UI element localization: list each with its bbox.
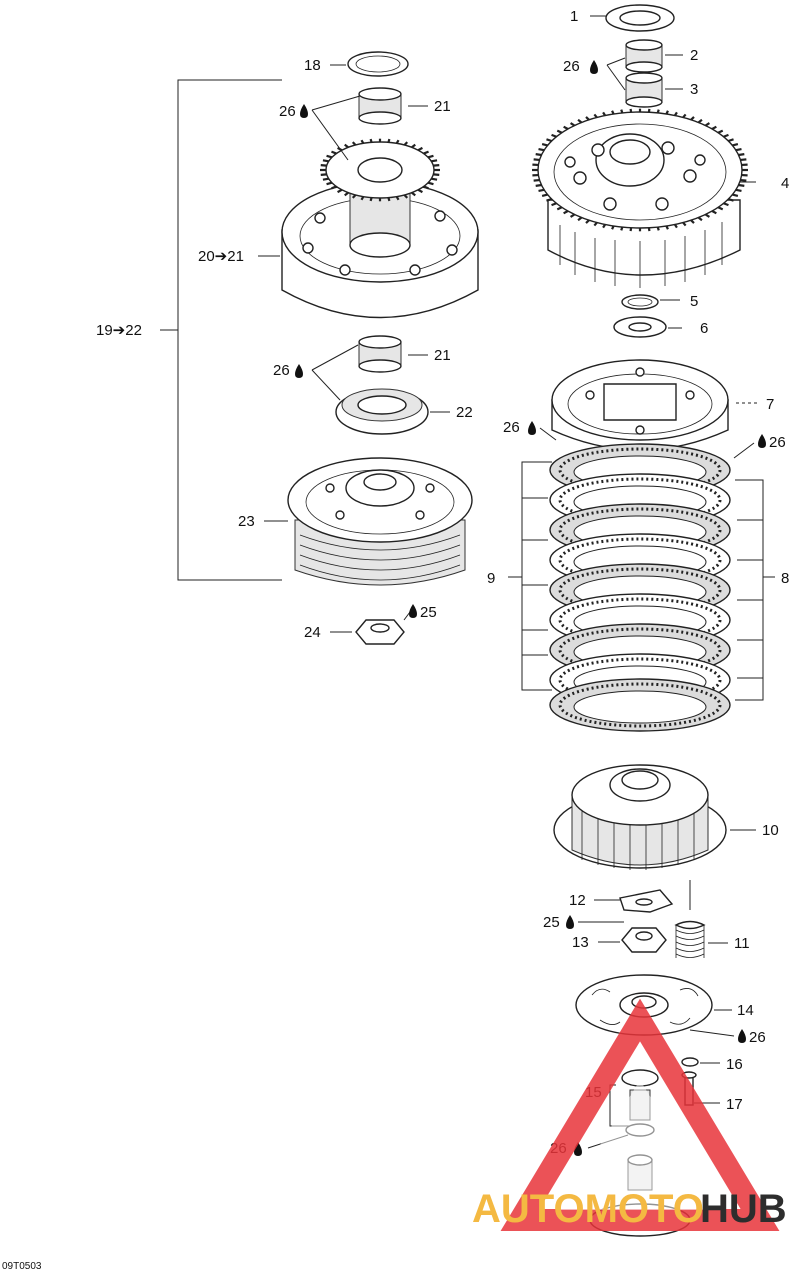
- callout-17: 17: [726, 1096, 743, 1113]
- callout-26-g: 26: [273, 362, 290, 379]
- callout-13: 13: [572, 934, 589, 951]
- part-7-pressure-plate: [551, 359, 729, 451]
- part-21-bushing-upper: [358, 87, 402, 125]
- part-13-nut: [621, 927, 667, 953]
- part-16-washer: [681, 1057, 699, 1067]
- part-4-clutch-housing: [532, 108, 748, 288]
- callout-26-f: 26: [279, 103, 296, 120]
- oil-drop-icon: [738, 1029, 746, 1043]
- callout-1: 1: [570, 8, 578, 25]
- callout-24: 24: [304, 624, 321, 641]
- part-3-needle-bearing: [625, 72, 663, 108]
- part-24-nut: [355, 619, 405, 645]
- callout-26-c: 26: [769, 434, 786, 451]
- watermark-text-hub: HUB: [700, 1187, 787, 1231]
- part-6-washer: [613, 316, 667, 338]
- part-1-washer: [605, 4, 675, 32]
- part-2-needle-bearing: [625, 39, 663, 73]
- callout-16: 16: [726, 1056, 743, 1073]
- oil-drop-icon: [300, 104, 308, 118]
- oil-drop-icon: [758, 434, 766, 448]
- callout-4: 4: [781, 175, 789, 192]
- part-23-clutch-drum: [287, 457, 473, 586]
- callout-7: 7: [766, 396, 774, 413]
- watermark-text-automoto: AUTOMOTO: [472, 1187, 704, 1231]
- watermark-logo: AUTOMOTO HUB: [472, 998, 787, 1231]
- callout-19-22: 19➔22: [96, 322, 142, 339]
- callout-3: 3: [690, 81, 698, 98]
- callout-11: 11: [734, 935, 750, 952]
- callout-18: 18: [304, 57, 321, 74]
- diagram-code: 09T0503: [2, 1261, 42, 1272]
- warning-triangle-logo-icon: [500, 998, 780, 1231]
- part-22-one-way-bearing: [335, 388, 429, 435]
- callout-20-21: 20➔21: [198, 248, 244, 265]
- oil-drop-icon: [409, 604, 417, 618]
- part-11-spring: [674, 920, 706, 958]
- callout-14: 14: [737, 1002, 754, 1019]
- callout-21-b: 21: [434, 347, 451, 364]
- callout-6: 6: [700, 320, 708, 337]
- part-10-clutch-hub: [553, 764, 727, 870]
- part-18-washer: [347, 51, 409, 77]
- callout-2: 2: [690, 47, 698, 64]
- callout-8: 8: [781, 570, 789, 587]
- oil-drop-icon: [528, 421, 536, 435]
- callout-26-b: 26: [503, 419, 520, 436]
- callout-25-a: 25: [543, 914, 560, 931]
- callout-10: 10: [762, 822, 779, 839]
- plate-stack-parts-8-9: [549, 443, 731, 732]
- callout-26-d: 26: [749, 1029, 766, 1046]
- part-21-bushing-lower: [358, 335, 402, 373]
- part-20-primary-drum: [281, 138, 479, 319]
- part-5-o-ring: [621, 294, 659, 310]
- oil-drop-icon: [566, 915, 574, 929]
- callout-25-b: 25: [420, 604, 437, 621]
- callout-21-a: 21: [434, 98, 451, 115]
- oil-drop-icon: [295, 364, 303, 378]
- callout-23: 23: [238, 513, 255, 530]
- callout-9: 9: [487, 570, 495, 587]
- callout-5: 5: [690, 293, 698, 310]
- callout-26-a: 26: [563, 58, 580, 75]
- part-12-tab-washer: [619, 889, 674, 913]
- callout-12: 12: [569, 892, 586, 909]
- callout-22: 22: [456, 404, 473, 421]
- oil-drop-icon: [590, 60, 598, 74]
